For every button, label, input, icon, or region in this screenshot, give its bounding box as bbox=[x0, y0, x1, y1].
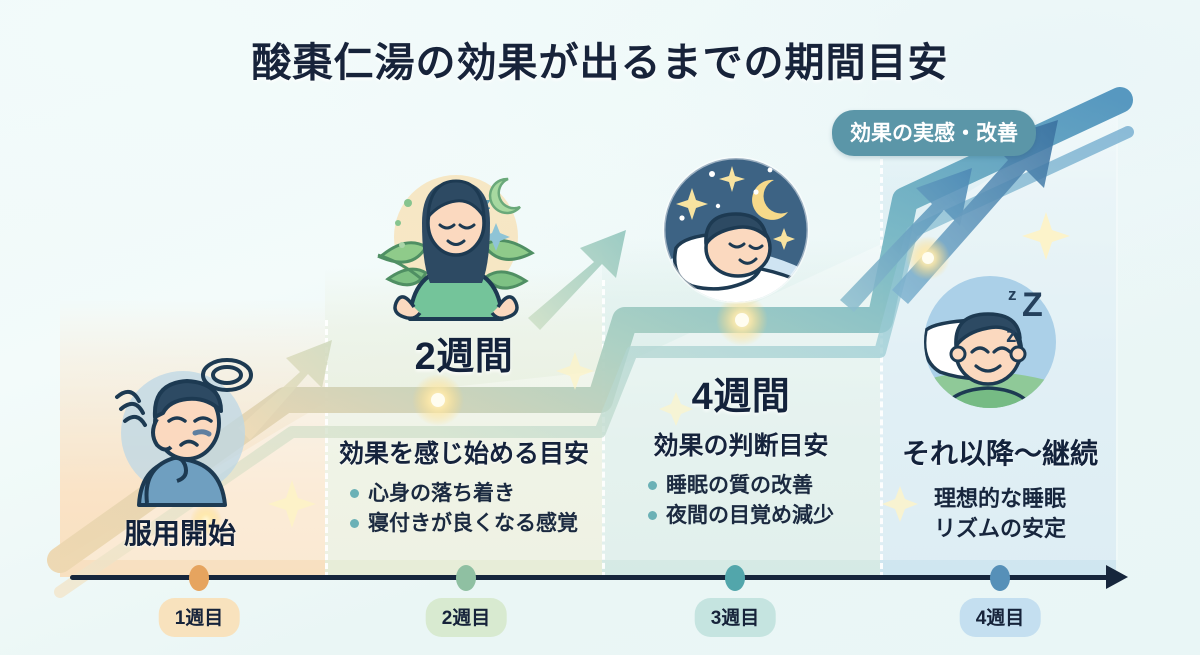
bullet-dot-icon bbox=[350, 519, 359, 529]
stage-after-label: それ以降〜継続 bbox=[901, 438, 1098, 469]
band-divider-3 bbox=[880, 150, 883, 578]
meditating-person-icon: z bbox=[372, 157, 540, 325]
bullet-text: 睡眠の質の改善 bbox=[666, 474, 813, 497]
stage-week2-bullets: 心身の落ち着き 寝付きが良くなる感覚 bbox=[350, 479, 578, 539]
stage-after-line-2: リズムの安定 bbox=[933, 516, 1066, 542]
stage-start: 服用開始 bbox=[80, 512, 280, 552]
stage-week4: 4週間 効果の判断目安 睡眠の質の改善 夜間の目覚め減少 bbox=[606, 365, 876, 531]
bullet-text: 心身の落ち着き bbox=[368, 482, 515, 505]
stage-week4-bullets: 睡眠の質の改善 夜間の目覚め減少 bbox=[648, 471, 834, 531]
stage-week4-phase: 効果の判断目安 bbox=[653, 432, 829, 460]
bullet-text: 夜間の目覚め減少 bbox=[666, 503, 834, 527]
tired-person-icon bbox=[95, 345, 265, 515]
timeline-axis bbox=[70, 575, 1110, 580]
restful-sleep-icon: Z z z bbox=[918, 268, 1066, 416]
timeline-arrow-icon bbox=[1106, 565, 1128, 589]
stage-after: それ以降〜継続 理想的な睡眠 リズムの安定 bbox=[884, 432, 1116, 545]
svg-text:z: z bbox=[1006, 324, 1017, 347]
svg-text:Z: Z bbox=[1022, 286, 1043, 324]
timeline-tick-3 bbox=[725, 565, 745, 591]
list-item: 睡眠の質の改善 bbox=[648, 471, 834, 501]
timeline-label-1: 1週目 bbox=[158, 598, 240, 637]
stage-start-label: 服用開始 bbox=[123, 518, 236, 549]
bullet-dot-icon bbox=[350, 489, 359, 499]
stage-week4-period: 4週間 bbox=[691, 376, 791, 418]
bullet-dot-icon bbox=[648, 511, 657, 521]
timeline-label-3: 3週目 bbox=[694, 598, 776, 637]
list-item: 寝付きが良くなる感覚 bbox=[350, 509, 578, 539]
stage-week2: 2週間 効果を感じ始める目安 心身の落ち着き 寝付きが良くなる感覚 bbox=[330, 325, 598, 539]
timeline-tick-4 bbox=[990, 565, 1010, 591]
bullet-dot-icon bbox=[648, 481, 657, 491]
svg-text:z: z bbox=[1008, 285, 1017, 304]
stage-week2-period: 2週間 bbox=[414, 336, 514, 378]
list-item: 夜間の目覚め減少 bbox=[648, 501, 834, 531]
list-item: 心身の落ち着き bbox=[350, 479, 578, 509]
timeline-label-4: 4週目 bbox=[959, 598, 1041, 637]
timeline-tick-2 bbox=[456, 565, 476, 591]
bullet-text: 寝付きが良くなる感覚 bbox=[368, 511, 578, 535]
band-divider-1 bbox=[325, 320, 328, 578]
status-badge: 効果の実感・改善 bbox=[832, 110, 1036, 156]
page-title: 酸棗仁湯の効果が出るまでの期間目安 bbox=[251, 41, 949, 85]
stage-after-line-1: 理想的な睡眠 bbox=[933, 486, 1066, 511]
timeline-tick-1 bbox=[189, 565, 209, 591]
night-sleep-icon bbox=[658, 152, 814, 308]
stage-week2-phase: 効果を感じ始める目安 bbox=[338, 440, 589, 468]
timeline-label-2: 2週目 bbox=[425, 598, 507, 637]
